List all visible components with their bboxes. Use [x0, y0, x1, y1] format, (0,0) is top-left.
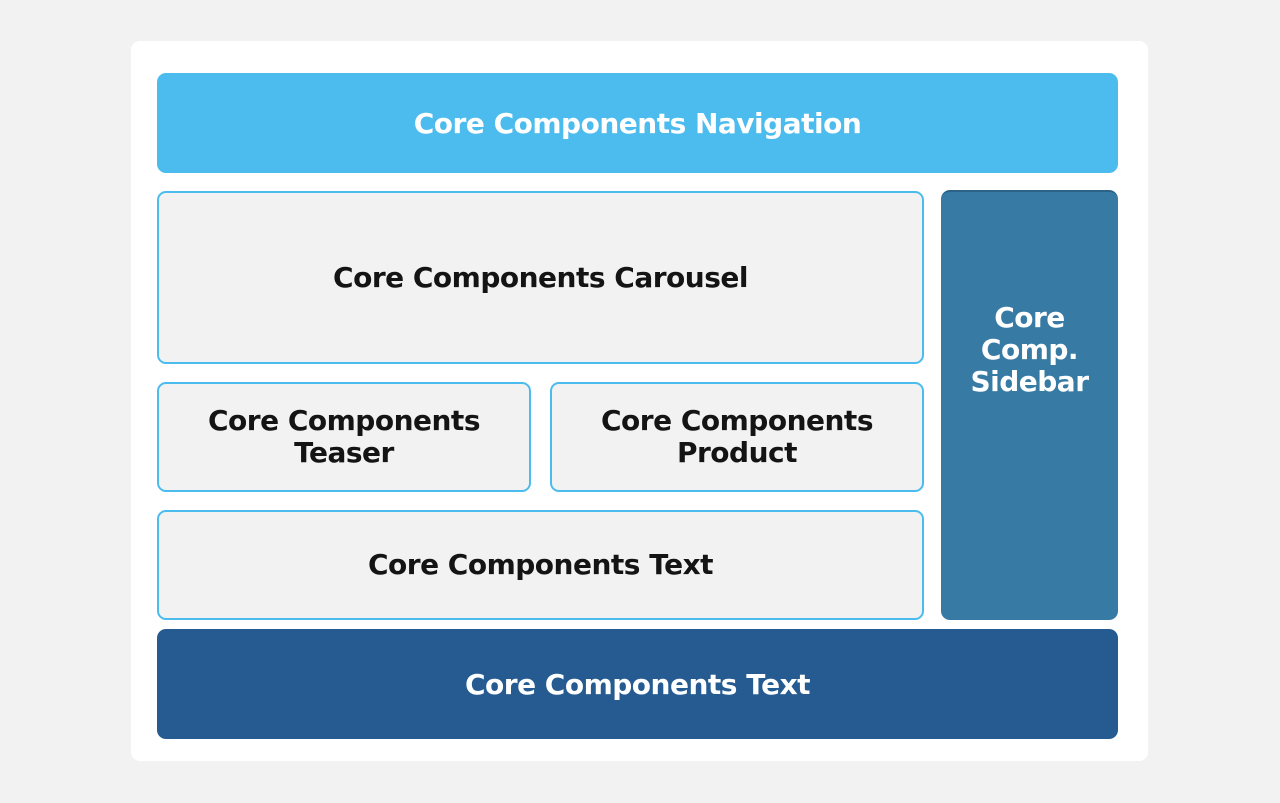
teaser-label: Core Components Teaser	[208, 404, 480, 469]
carousel-label: Core Components Carousel	[333, 260, 748, 294]
sidebar-label: Core Comp. Sidebar	[970, 301, 1089, 398]
footer-text-label: Core Components Text	[464, 667, 811, 701]
text-block: Core Components Text	[157, 510, 924, 620]
navigation-label: Core Components Navigation	[413, 106, 862, 140]
navigation-block: Core Components Navigation	[157, 73, 1118, 173]
footer-text-block: Core Components Text	[157, 629, 1118, 739]
sidebar-block: Core Comp. Sidebar	[941, 190, 1118, 620]
teaser-block: Core Components Teaser	[157, 382, 531, 492]
text-block-label: Core Components Text	[367, 548, 714, 581]
product-label: Core Components Product	[601, 404, 873, 469]
carousel-block: Core Components Carousel	[157, 191, 924, 364]
product-block: Core Components Product	[550, 382, 924, 492]
